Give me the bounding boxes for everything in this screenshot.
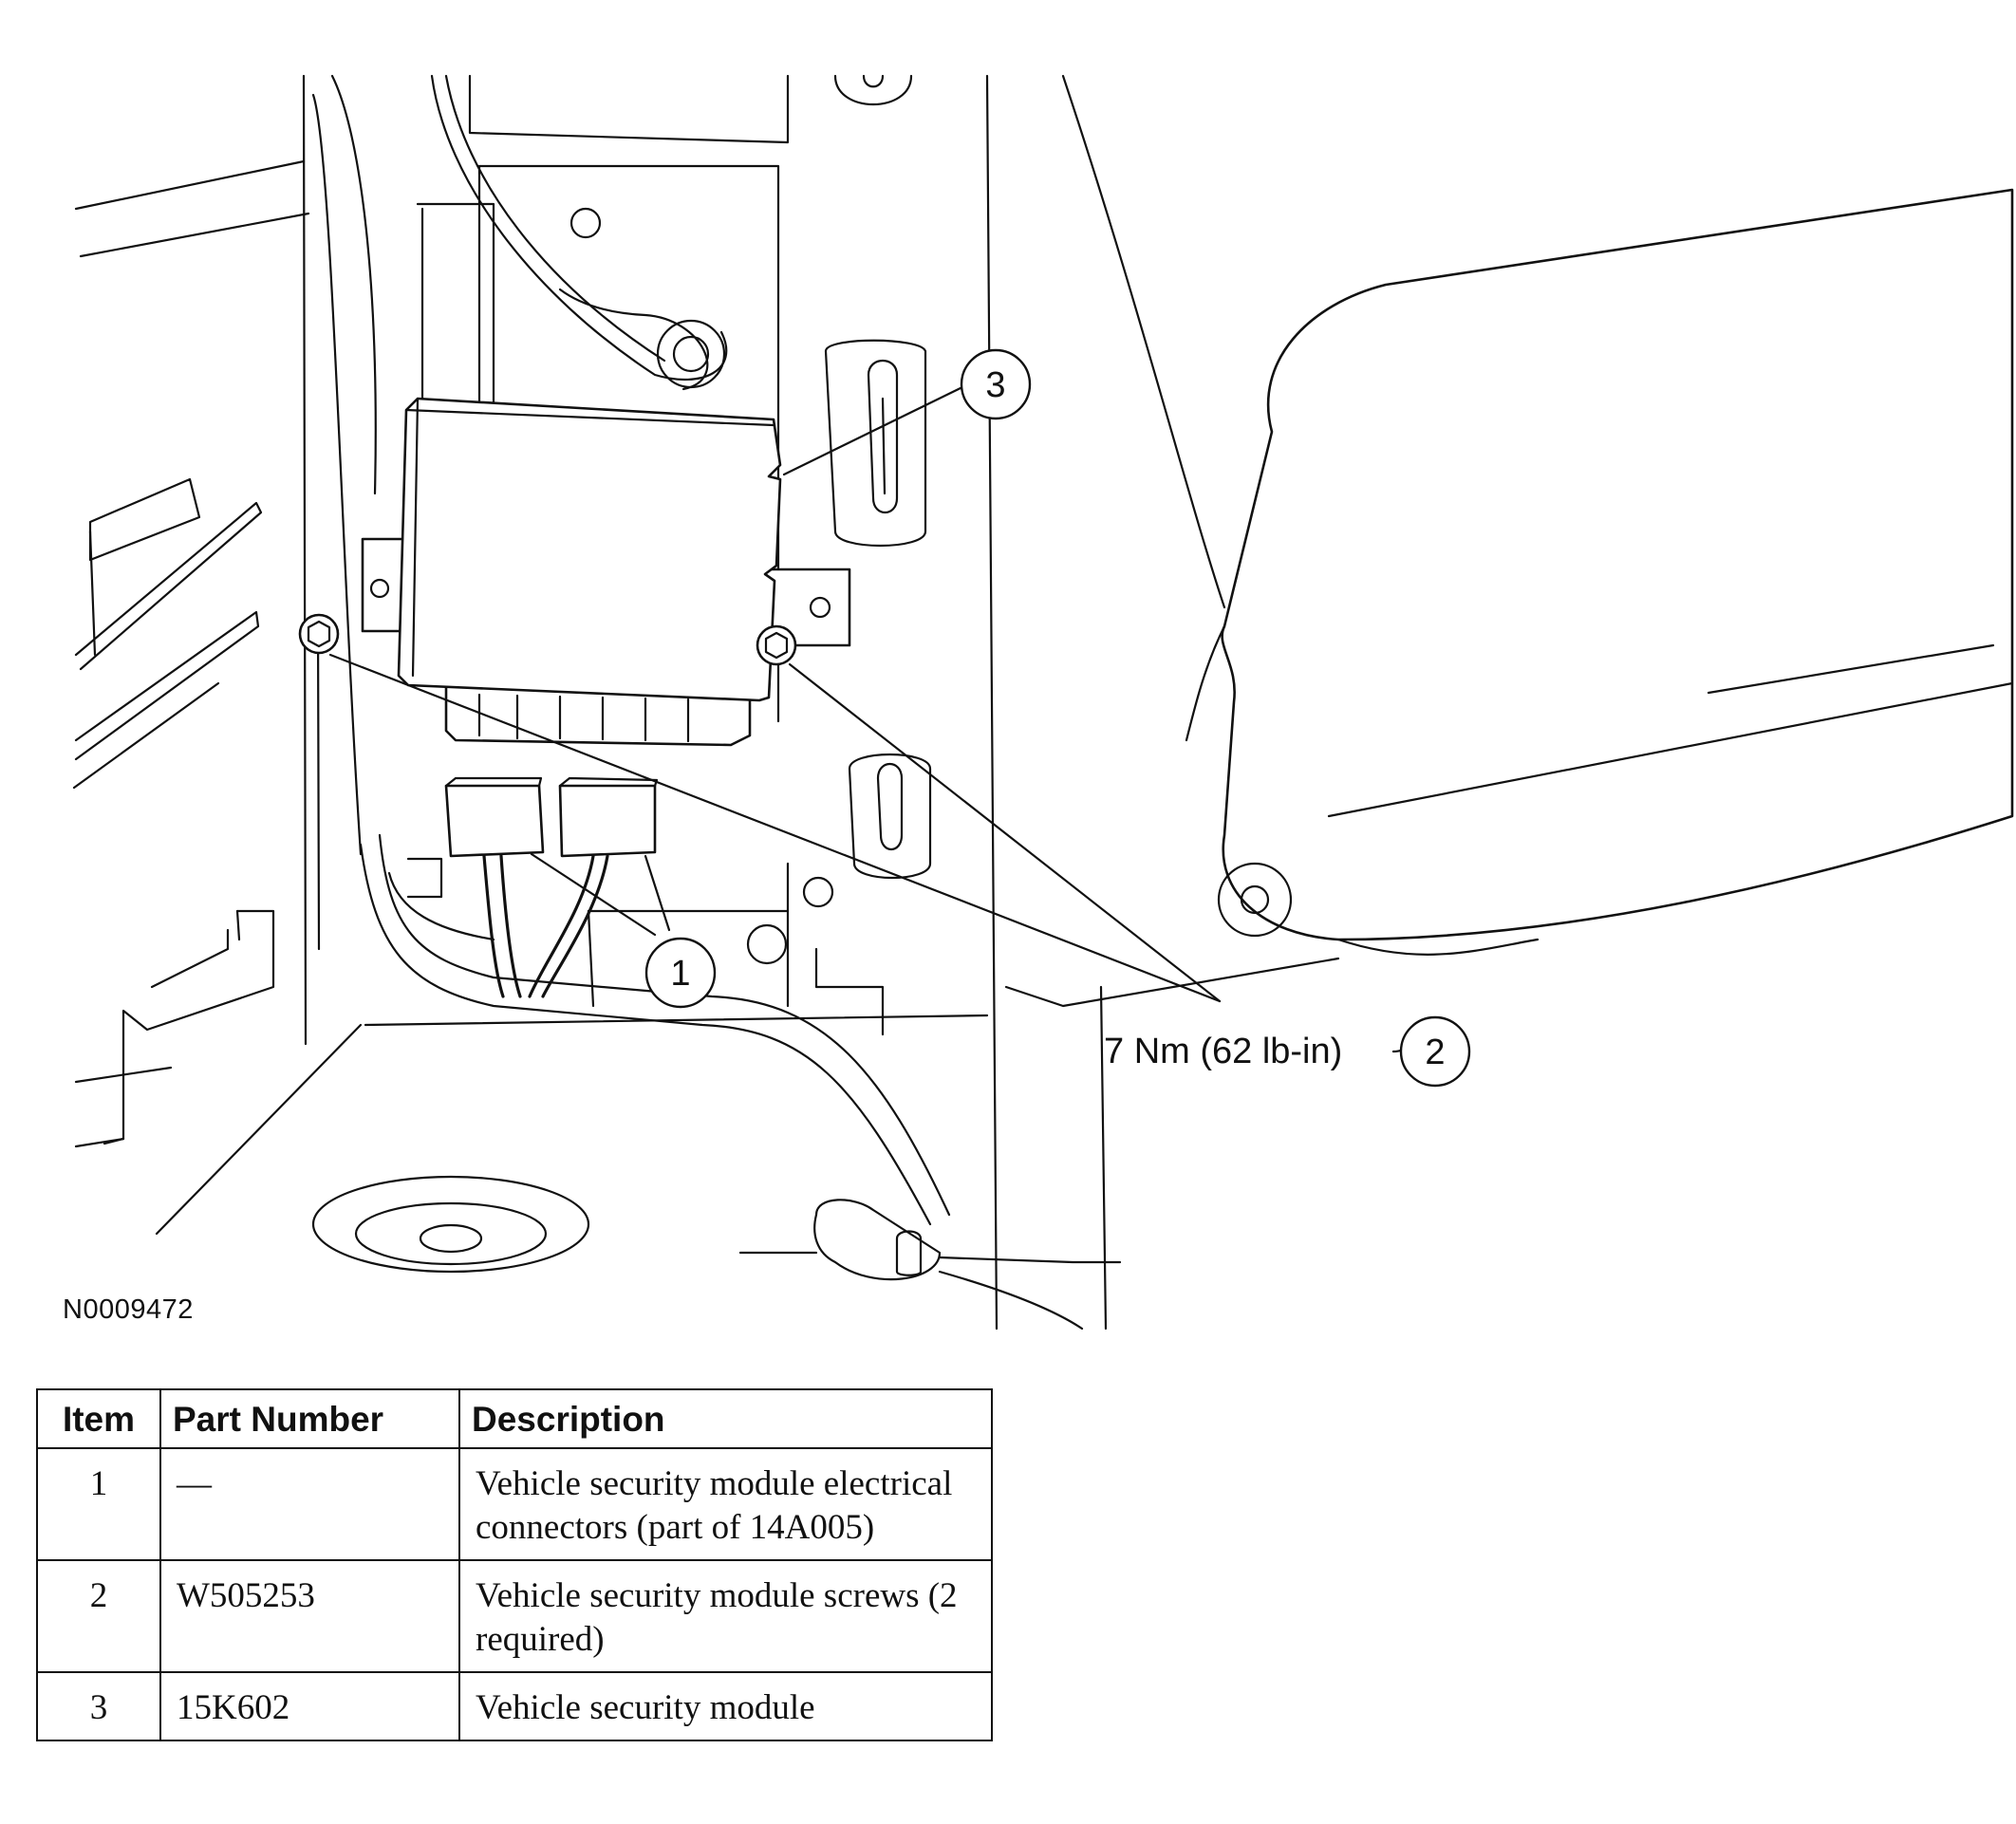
- figure-id: N0009472: [63, 1294, 194, 1325]
- row-part-number: 15K602: [159, 1671, 460, 1741]
- row-description: Vehicle security module: [458, 1671, 993, 1741]
- parts-table: Item Part Number Description 1 — Vehicle…: [36, 1388, 993, 1741]
- table-row: 2 W505253 Vehicle security module screws…: [36, 1559, 993, 1673]
- torque-spec: 7 Nm (62 lb-in): [1104, 1032, 1342, 1071]
- row-part-number: W505253: [159, 1559, 460, 1673]
- header-item: Item: [36, 1388, 161, 1449]
- callout-3-number: 3: [985, 365, 1005, 405]
- callout-leaders: [328, 382, 1418, 1053]
- row-part-number: —: [159, 1447, 460, 1561]
- table-header-row: Item Part Number Description: [36, 1388, 993, 1449]
- callout-3: 3: [960, 348, 1032, 420]
- callout-1-number: 1: [670, 954, 690, 994]
- module-location-illustration: 3 1 7 Nm (62 lb-in) 2: [72, 74, 2014, 1331]
- vehicle-security-module: [361, 397, 851, 747]
- row-item: 3: [36, 1671, 161, 1741]
- table-row: 1 — Vehicle security module electrical c…: [36, 1447, 993, 1561]
- row-item: 2: [36, 1559, 161, 1673]
- electrical-connectors: [444, 776, 659, 998]
- module-screws: [298, 613, 797, 666]
- callout-1: 1: [644, 937, 717, 1009]
- header-part-number: Part Number: [159, 1388, 460, 1449]
- table-row: 3 15K602 Vehicle security module: [36, 1671, 993, 1741]
- callout-2-number: 2: [1425, 1033, 1445, 1072]
- row-description: Vehicle security module screws (2 requir…: [458, 1559, 993, 1673]
- row-item: 1: [36, 1447, 161, 1561]
- callout-2: 7 Nm (62 lb-in) 2: [1104, 1015, 1471, 1088]
- header-description: Description: [458, 1388, 993, 1449]
- vehicle-structure-linework: [72, 74, 2014, 1331]
- row-description: Vehicle security module electrical conne…: [458, 1447, 993, 1561]
